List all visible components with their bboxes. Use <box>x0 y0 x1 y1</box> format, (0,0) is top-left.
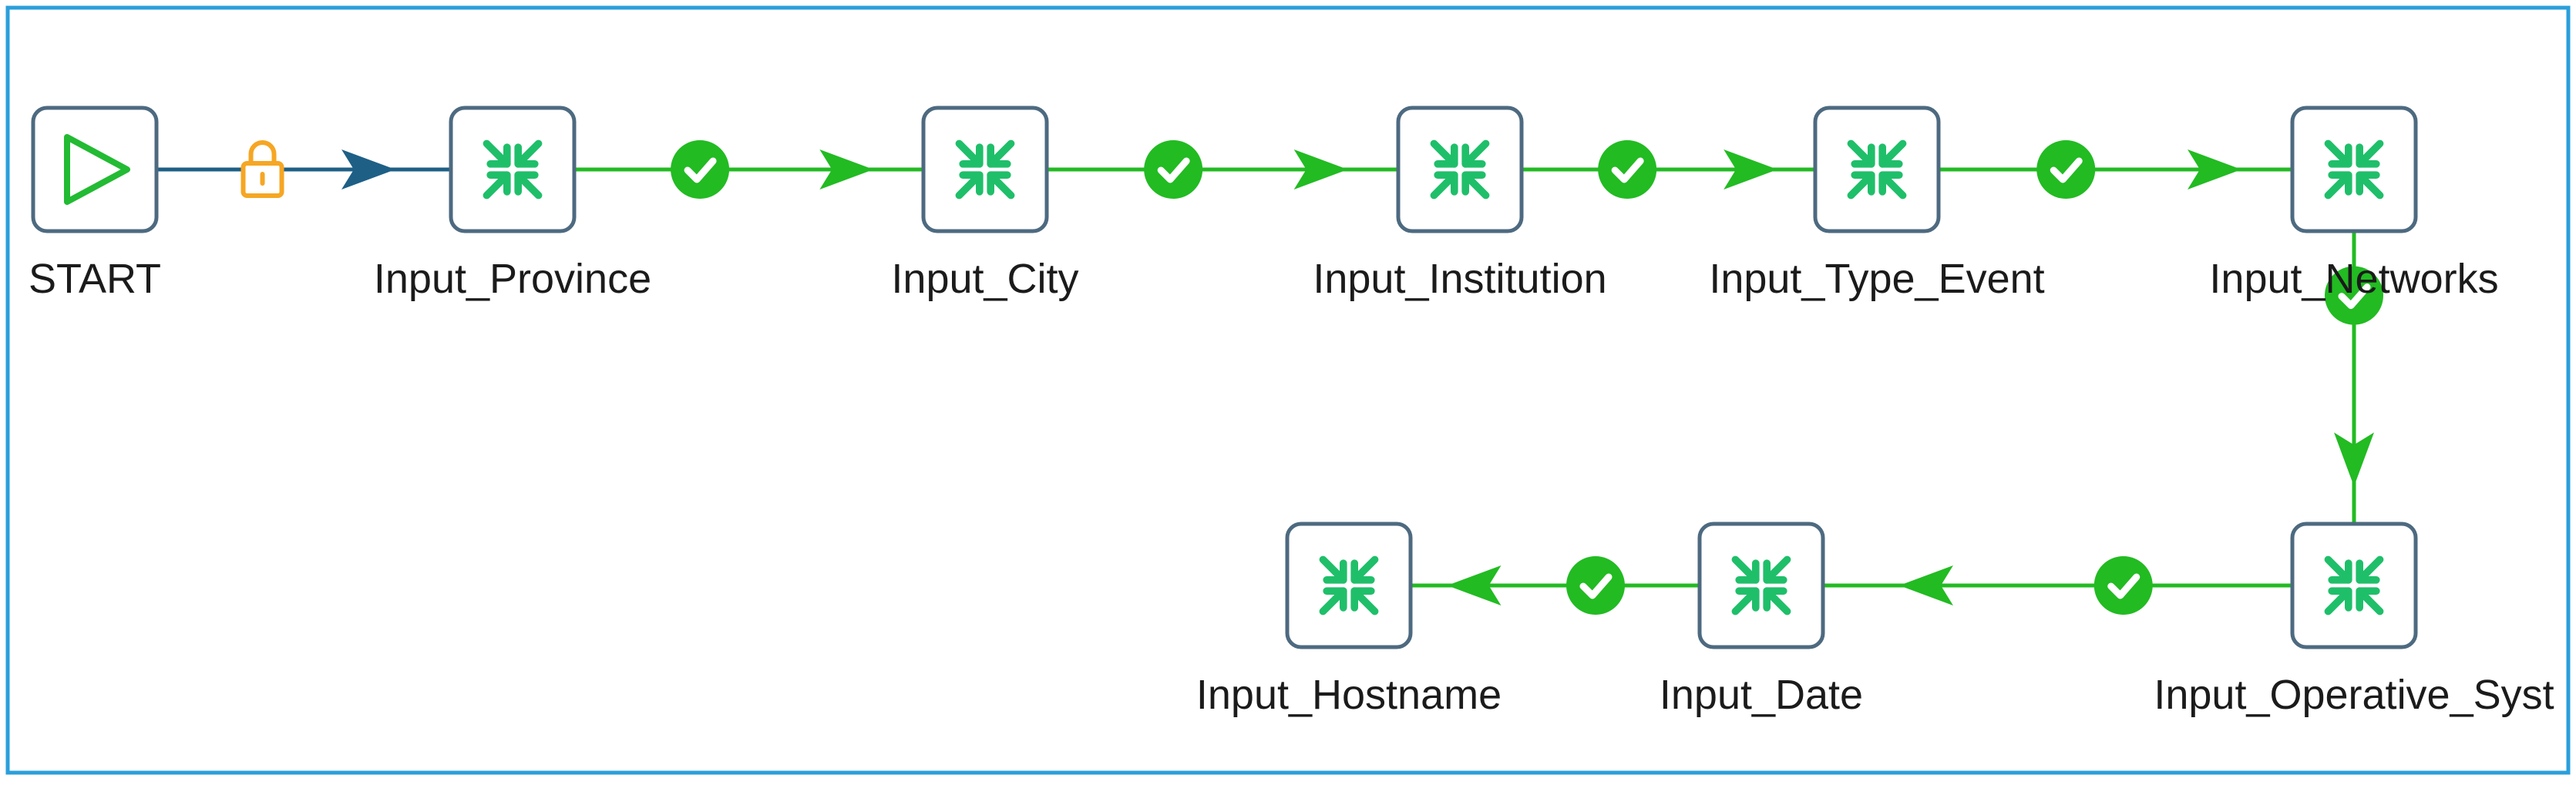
hop-institution-to-type_event[interactable] <box>1522 140 1815 199</box>
node-box[interactable] <box>1697 522 1825 649</box>
node-label: Input_Date <box>1660 672 1863 718</box>
node-label: Input_Operative_Syst <box>2154 672 2554 718</box>
node-box[interactable] <box>1285 522 1413 649</box>
node-province[interactable]: Input_Province <box>374 106 651 302</box>
hop-province-to-city[interactable] <box>574 140 923 199</box>
node-label: Input_City <box>891 256 1078 302</box>
node-box[interactable] <box>1396 106 1524 233</box>
node-box[interactable] <box>2290 522 2418 649</box>
node-operative[interactable]: Input_Operative_Syst <box>2154 522 2554 718</box>
node-networks[interactable]: Input_Networks <box>2209 106 2499 302</box>
hop-arrow-icon <box>1723 149 1778 190</box>
check-circle-icon <box>1144 140 1203 199</box>
hop-arrow-icon <box>1447 565 1502 606</box>
hop-arrow-icon <box>1293 149 1348 190</box>
node-hostname[interactable]: Input_Hostname <box>1196 522 1502 718</box>
node-box[interactable] <box>31 106 159 233</box>
hop-arrow-icon <box>2188 149 2242 190</box>
diagram-frame <box>5 5 2571 775</box>
node-box[interactable] <box>2290 106 2418 233</box>
node-label: Input_Institution <box>1313 256 1606 302</box>
hop-arrow-icon <box>1898 565 1953 606</box>
node-box[interactable] <box>1813 106 1941 233</box>
hop-operative-to-date[interactable] <box>1823 556 2292 615</box>
node-label: Input_Networks <box>2209 256 2498 302</box>
node-date[interactable]: Input_Date <box>1660 522 1863 718</box>
hop-city-to-institution[interactable] <box>1047 140 1398 199</box>
node-label: START <box>29 256 161 302</box>
node-institution[interactable]: Input_Institution <box>1313 106 1607 302</box>
hop-networks-to-operative[interactable] <box>2325 231 2383 524</box>
lock-icon <box>240 140 284 198</box>
node-label: Input_Type_Event <box>1709 256 2044 302</box>
hop-arrow-icon <box>2334 432 2374 487</box>
check-circle-icon <box>2325 266 2383 325</box>
hop-type_event-to-networks[interactable] <box>1939 140 2292 199</box>
hop-date-to-hostname[interactable] <box>1411 556 1700 615</box>
node-start[interactable]: START <box>29 106 161 302</box>
check-circle-icon <box>1566 556 1625 615</box>
node-box[interactable] <box>921 106 1049 233</box>
node-city[interactable]: Input_City <box>891 106 1079 302</box>
check-circle-icon <box>1598 140 1657 199</box>
node-box[interactable] <box>449 106 577 233</box>
node-type_event[interactable]: Input_Type_Event <box>1709 106 2045 302</box>
check-circle-icon <box>671 140 730 199</box>
check-circle-icon <box>2093 556 2153 615</box>
hop-arrow-icon <box>819 149 874 190</box>
nodes-layer: START Input_Province Input_City Input_Insti… <box>29 106 2554 718</box>
node-label: Input_Province <box>374 256 651 302</box>
hop-arrow-icon <box>341 149 396 190</box>
check-circle-icon <box>2036 140 2096 199</box>
hop-start-to-province[interactable] <box>156 140 451 198</box>
start-triangle-icon <box>64 134 130 205</box>
node-label: Input_Hostname <box>1196 672 1502 718</box>
hops-layer <box>156 140 2383 615</box>
